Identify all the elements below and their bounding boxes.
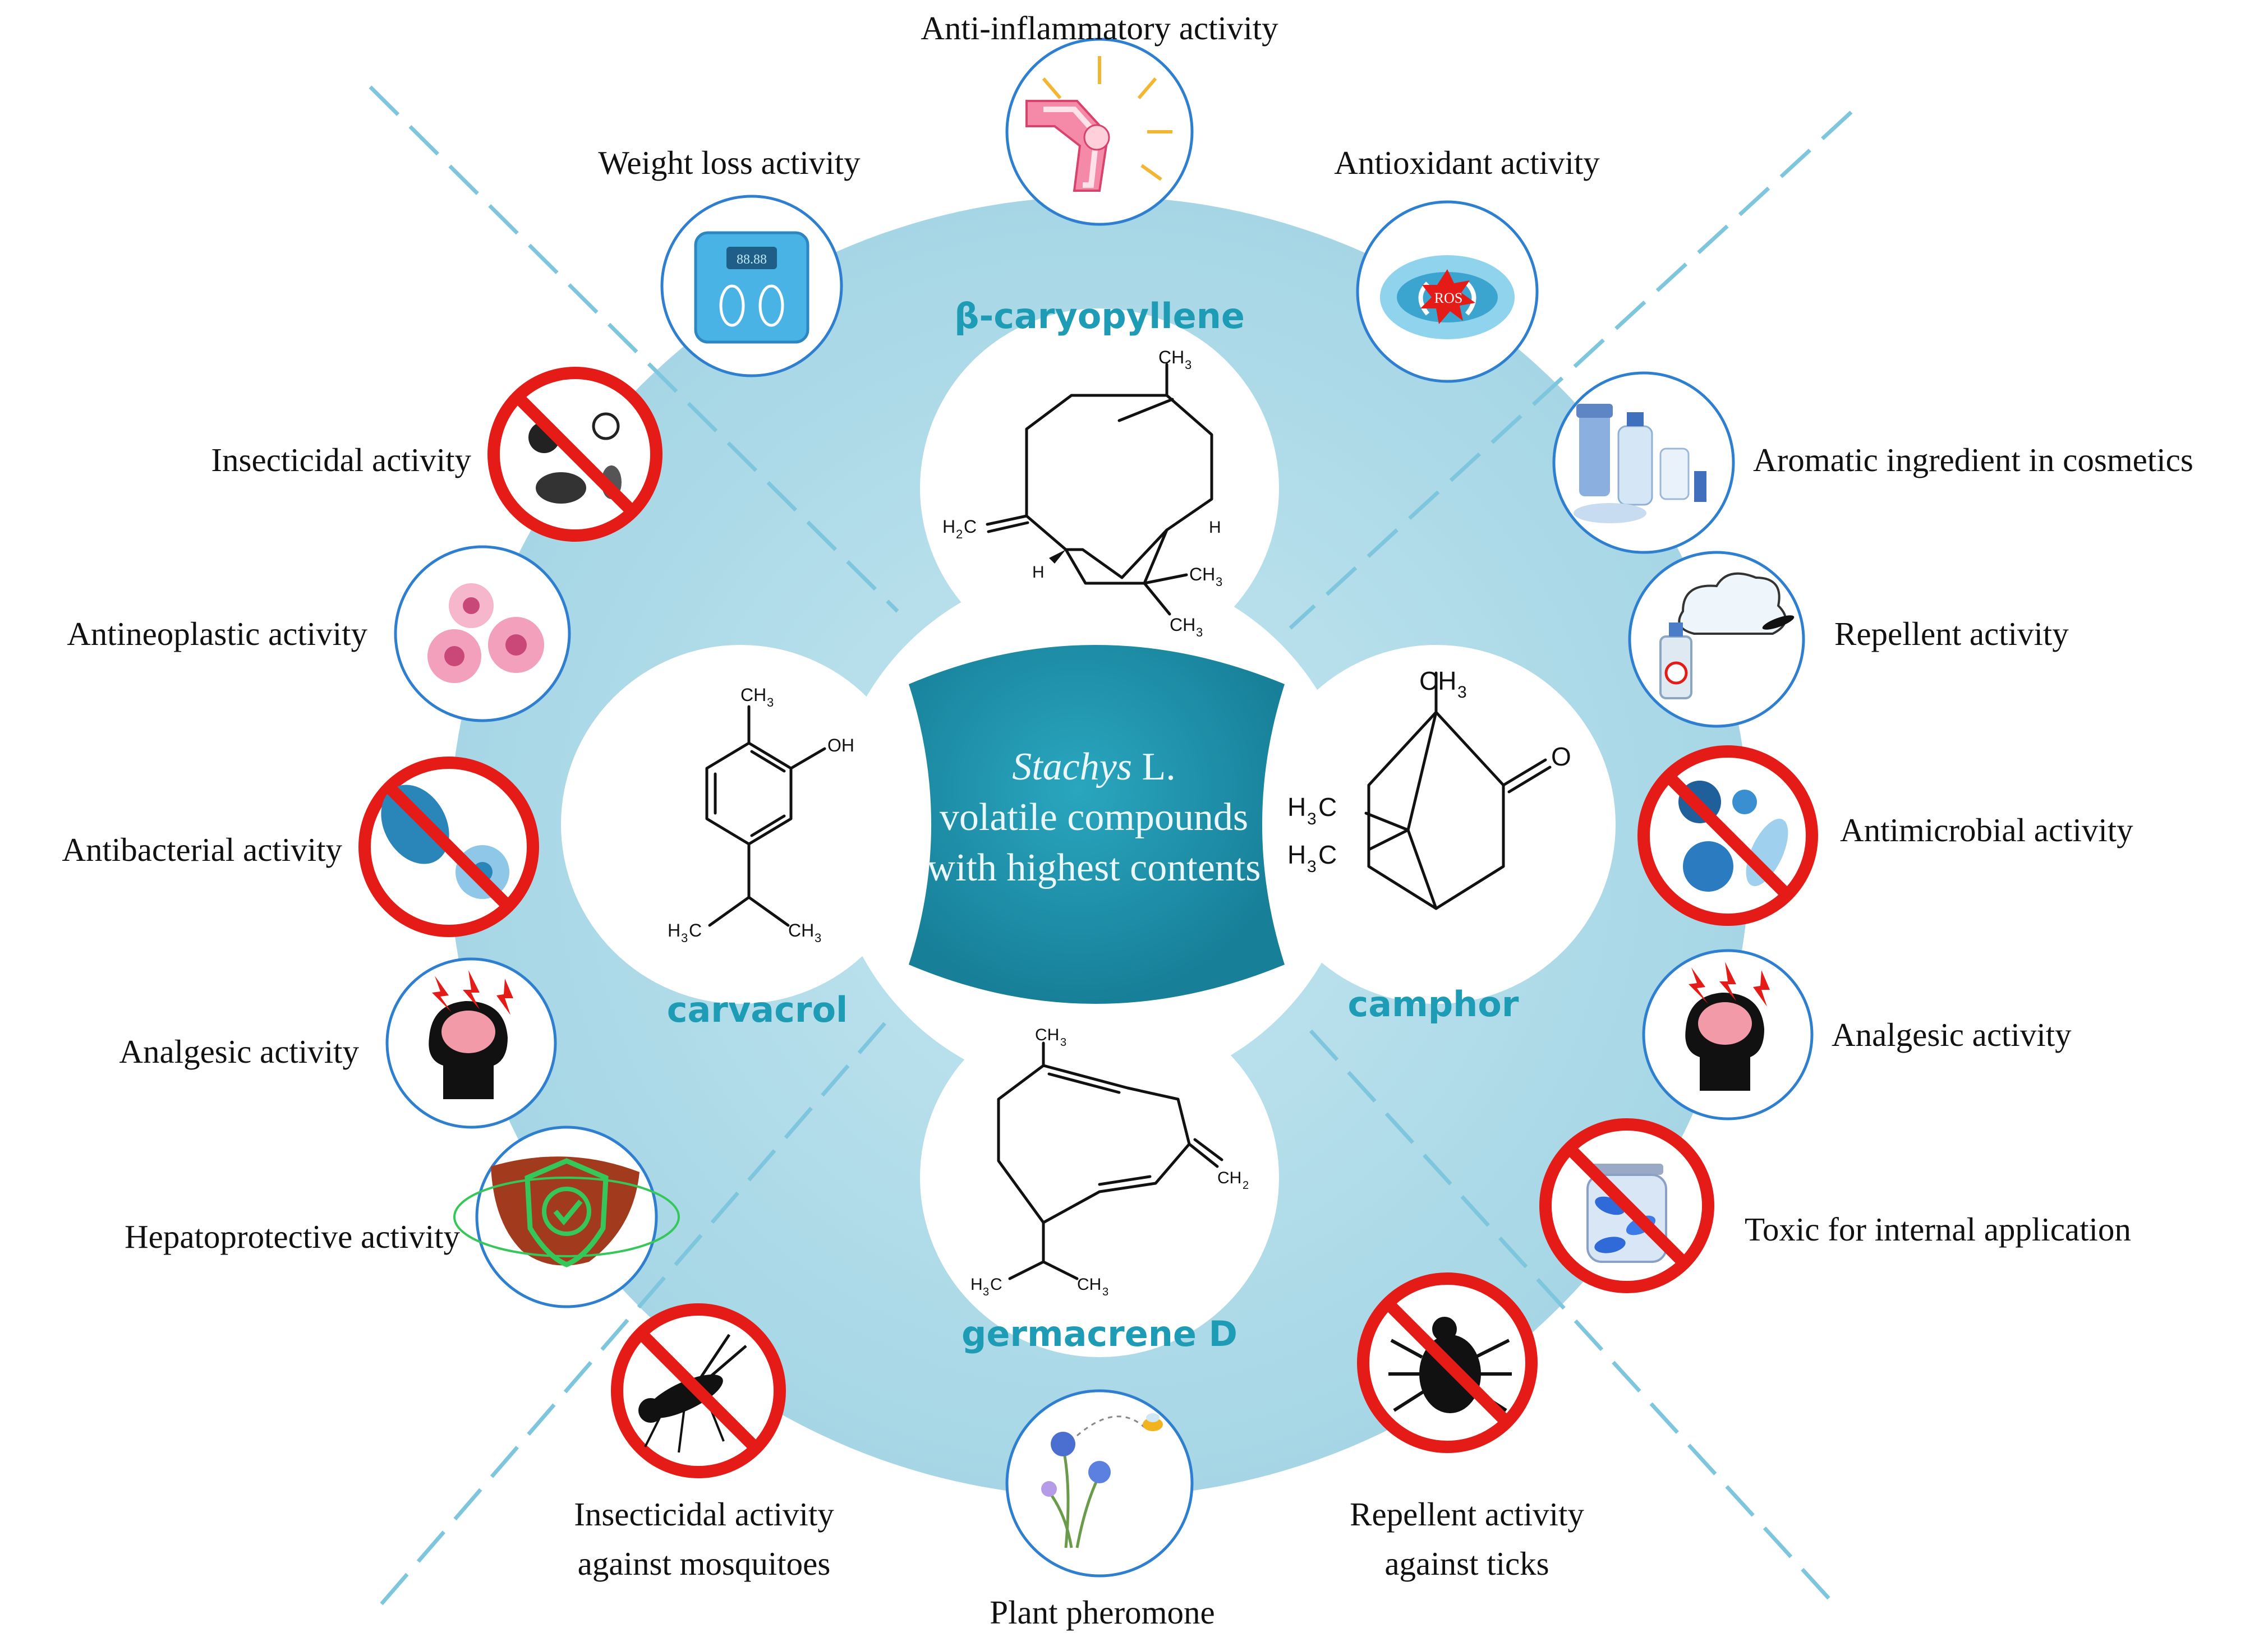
svg-text:3: 3 <box>1102 1286 1108 1298</box>
structure-camphor: CH 3 O H 3 C H 3 C <box>1287 666 1571 910</box>
structure-germacrene-d: CH 3 CH 2 H 3 C CH 3 <box>970 1026 1249 1298</box>
svg-text:H: H <box>1209 518 1221 537</box>
label-insecticidal: Insecticidal activity <box>211 441 471 478</box>
svg-text:H: H <box>668 920 680 940</box>
lobe-left <box>561 645 920 1004</box>
compound-label-left: carvacrol <box>667 989 848 1030</box>
svg-text:CH: CH <box>1217 1169 1241 1187</box>
cosmetics-bottles-icon <box>1552 371 1735 554</box>
center-title-line2: volatile compounds <box>940 796 1248 839</box>
svg-text:3: 3 <box>815 931 821 945</box>
headache-icon <box>385 957 557 1129</box>
svg-text:3: 3 <box>681 931 688 945</box>
label-analgesic-right: Analgesic activity <box>1832 1016 2072 1053</box>
cell-ros-icon: ROS <box>1356 200 1539 383</box>
svg-text:3: 3 <box>1457 683 1467 702</box>
knee-inflammation-icon <box>1005 38 1194 226</box>
svg-text:CH: CH <box>1189 564 1215 584</box>
mosquito-ban-icon <box>611 1303 786 1478</box>
label-antioxidant: Antioxidant activity <box>1334 144 1600 181</box>
svg-text:3: 3 <box>983 1286 989 1298</box>
svg-text:3: 3 <box>1196 625 1203 639</box>
svg-text:3: 3 <box>1185 358 1191 372</box>
svg-text:OH: OH <box>827 735 854 755</box>
wedge-bond <box>1049 550 1066 564</box>
compound-label-right: camphor <box>1348 984 1519 1025</box>
structure-carvacrol: CH 3 OH H 3 C CH 3 <box>668 685 854 945</box>
label-antineoplastic: Antineoplastic activity <box>67 615 367 652</box>
label-weight-loss: Weight loss activity <box>598 144 861 181</box>
compound-label-bottom: germacrene D <box>962 1313 1237 1354</box>
label-ticks-line2: against ticks <box>1384 1545 1549 1582</box>
scale-display-text: 88.88 <box>737 252 767 267</box>
liver-shield-icon <box>453 1126 680 1308</box>
center-title-line1: Stachys L. <box>1012 745 1176 788</box>
ros-text: ROS <box>1434 290 1463 306</box>
insecticide-ban-icon <box>487 367 663 542</box>
scale-icon: 88.88 <box>660 195 843 377</box>
center-title-line3: with highest contents <box>927 846 1261 889</box>
svg-text:3: 3 <box>1307 857 1317 876</box>
structure-beta-caryophyllene: CH 3 H 2 C H H CH 3 CH 3 <box>942 347 1222 639</box>
svg-text:2: 2 <box>1243 1179 1249 1192</box>
svg-text:H: H <box>1287 792 1306 822</box>
center-badge <box>909 645 1285 1004</box>
svg-text:H: H <box>942 516 955 537</box>
label-mosquito-line1: Insecticidal activity <box>574 1496 834 1533</box>
lobe-right <box>1257 645 1616 1004</box>
pills-jar-ban-icon <box>1539 1118 1714 1293</box>
label-antibacterial: Antibacterial activity <box>62 831 342 868</box>
svg-text:CH: CH <box>1158 347 1184 367</box>
dividers <box>369 85 1853 1606</box>
svg-text:3: 3 <box>767 695 774 709</box>
compound-label-top: β-caryopyllene <box>954 296 1245 336</box>
svg-text:H: H <box>1287 840 1306 869</box>
svg-text:C: C <box>990 1275 1002 1294</box>
flower-bee-icon <box>1005 1389 1194 1578</box>
headache-icon <box>1642 949 1814 1120</box>
lobe-top <box>920 308 1279 667</box>
label-anti-inflammatory: Anti-inflammatory activity <box>921 10 1278 47</box>
microbes-ban-icon <box>1637 745 1818 926</box>
svg-text:3: 3 <box>1060 1036 1066 1049</box>
svg-text:C: C <box>964 516 977 537</box>
tick-ban-icon <box>1357 1272 1538 1453</box>
label-cosmetics: Aromatic ingredient in cosmetics <box>1753 441 2193 478</box>
svg-text:3: 3 <box>1216 575 1222 589</box>
svg-text:CH: CH <box>1077 1275 1101 1294</box>
label-pheromone: Plant pheromone <box>990 1594 1214 1631</box>
label-toxic: Toxic for internal application <box>1745 1211 2131 1248</box>
svg-text:O: O <box>1551 742 1571 771</box>
svg-text:CH: CH <box>788 920 814 940</box>
label-antimicrobial: Antimicrobial activity <box>1840 811 2133 848</box>
svg-text:CH: CH <box>740 685 766 705</box>
svg-text:H: H <box>970 1275 983 1294</box>
svg-text:CH: CH <box>1419 666 1456 695</box>
svg-text:2: 2 <box>956 527 963 541</box>
svg-text:C: C <box>689 920 702 940</box>
svg-text:C: C <box>1318 792 1337 822</box>
cancer-cells-icon <box>394 545 571 722</box>
label-repellent: Repellent activity <box>1834 615 2069 652</box>
label-hepatoprotective: Hepatoprotective activity <box>125 1218 460 1255</box>
label-mosquito-line2: against mosquitoes <box>578 1545 831 1582</box>
svg-text:C: C <box>1318 840 1337 869</box>
repellent-spray-icon <box>1628 551 1805 728</box>
svg-text:3: 3 <box>1307 810 1317 828</box>
svg-text:CH: CH <box>1035 1026 1059 1044</box>
label-analgesic-left: Analgesic activity <box>119 1033 359 1070</box>
svg-text:CH: CH <box>1170 615 1195 635</box>
svg-text:H: H <box>1032 563 1045 582</box>
label-ticks-line1: Repellent activity <box>1350 1496 1584 1533</box>
lobe-bottom <box>920 998 1279 1357</box>
bacteria-ban-icon <box>358 757 539 937</box>
